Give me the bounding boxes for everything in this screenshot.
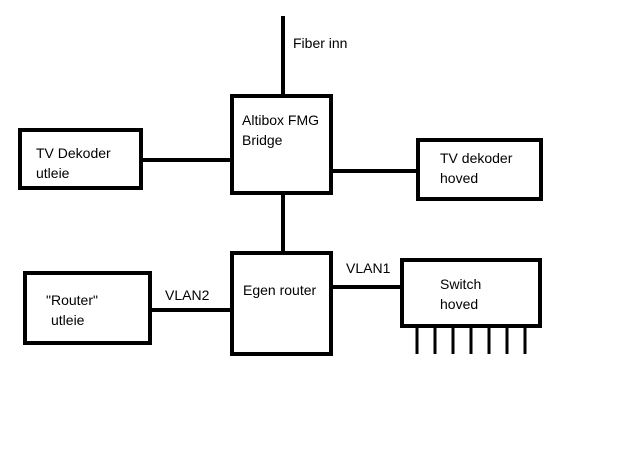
bridge-label: Altibox FMG Bridge <box>242 112 323 148</box>
tv-dekoder-utleie-line-2: utleie <box>36 165 70 181</box>
vlan2-label: VLAN2 <box>165 287 210 303</box>
tv-dekoder-hoved-line-1: TV dekoder <box>440 150 513 166</box>
router-utleie-box <box>23 271 152 345</box>
tv-dekoder-utleie-label: TV Dekoder utleie <box>36 145 115 181</box>
router-utleie-line-1: "Router" <box>46 292 98 308</box>
router-utleie-label: "Router" utleie <box>46 292 102 328</box>
switch-hoved-box <box>400 258 542 328</box>
tv-dekoder-hoved-box <box>416 138 543 201</box>
bridge-label-line-1: Altibox FMG <box>242 112 319 128</box>
egen-router-box <box>230 251 333 356</box>
tv-dekoder-utleie-line-1: TV Dekoder <box>36 145 111 161</box>
bridge-label-line-2: Bridge <box>242 132 283 148</box>
tv-dekoder-hoved-line-2: hoved <box>440 170 478 186</box>
switch-hoved-line-2: hoved <box>440 296 478 312</box>
vlan1-label: VLAN1 <box>346 260 391 276</box>
fiber-inn-label: Fiber inn <box>293 35 347 51</box>
switch-hoved-label: Switch hoved <box>440 276 485 312</box>
tv-dekoder-utleie-box <box>18 128 143 190</box>
egen-router-label: Egen router <box>243 282 316 298</box>
bridge-box <box>230 94 333 195</box>
switch-hoved-line-1: Switch <box>440 276 481 292</box>
tv-dekoder-hoved-label: TV dekoder hoved <box>440 150 516 186</box>
router-utleie-line-2: utleie <box>51 312 85 328</box>
